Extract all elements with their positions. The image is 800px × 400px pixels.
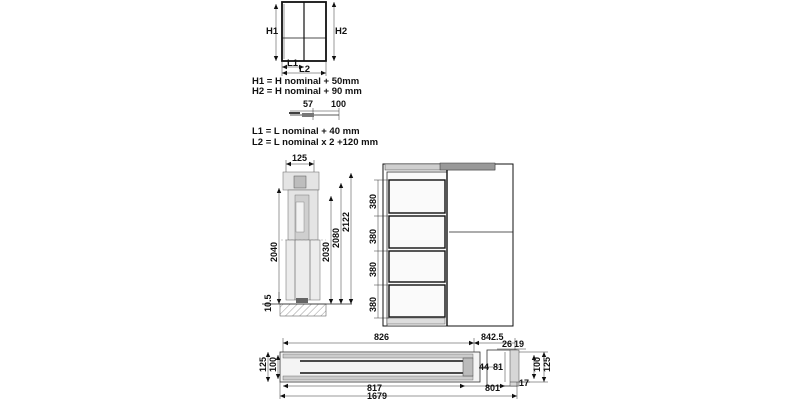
spacing-3: 380 [368, 262, 378, 277]
dim-1679: 1679 [367, 391, 387, 400]
formula-l1: L1 = L nominal + 40 mm [252, 126, 360, 137]
dim-2080: 2080 [331, 228, 341, 248]
dim-842-5: 842.5 [481, 332, 504, 342]
door-schematic: H1 H2 L1 L2 [266, 1, 347, 76]
rail-detail: 57 100 [289, 99, 346, 120]
dim-10-5: 10.5 [263, 294, 273, 312]
dim-26: 26 [502, 339, 512, 349]
dim-19: 19 [514, 339, 524, 349]
dim-44: 44 [479, 362, 489, 372]
plan-view: 826 842.5 26 19 125 100 44 81 100 125 [258, 332, 552, 400]
formula-h2: H2 = H nominal + 90 mm [252, 86, 362, 97]
spacing-2: 380 [368, 229, 378, 244]
dim-801: 801 [485, 383, 500, 393]
h2-label: H2 [335, 26, 347, 37]
front-elevation: 380 380 380 380 [368, 162, 514, 327]
dim-17: 17 [519, 378, 529, 388]
dim-100: 100 [331, 99, 346, 109]
dim-817: 817 [367, 383, 382, 393]
dim-81: 81 [493, 362, 503, 372]
dim-125-top: 125 [292, 153, 307, 163]
dim-57: 57 [303, 99, 313, 109]
spacing-1: 380 [368, 194, 378, 209]
formula-l2: L2 = L nominal x 2 +120 mm [252, 137, 378, 148]
dim-2040: 2040 [269, 242, 279, 262]
side-section: 125 2040 2030 2080 2122 10.5 [262, 153, 354, 317]
dim-125-left: 125 [258, 357, 268, 372]
dim-100-right: 100 [532, 357, 542, 372]
l1-label: L1 [287, 58, 299, 69]
dim-125-right: 125 [542, 357, 552, 372]
spacing-4: 380 [368, 297, 378, 312]
dim-2030: 2030 [321, 242, 331, 262]
formula-h1: H1 = H nominal + 50mm [252, 76, 359, 87]
h1-label: H1 [266, 26, 279, 37]
dim-2122: 2122 [341, 212, 351, 232]
l2-label: L2 [299, 64, 310, 75]
dim-100-left: 100 [268, 357, 278, 372]
dim-826: 826 [374, 332, 389, 342]
